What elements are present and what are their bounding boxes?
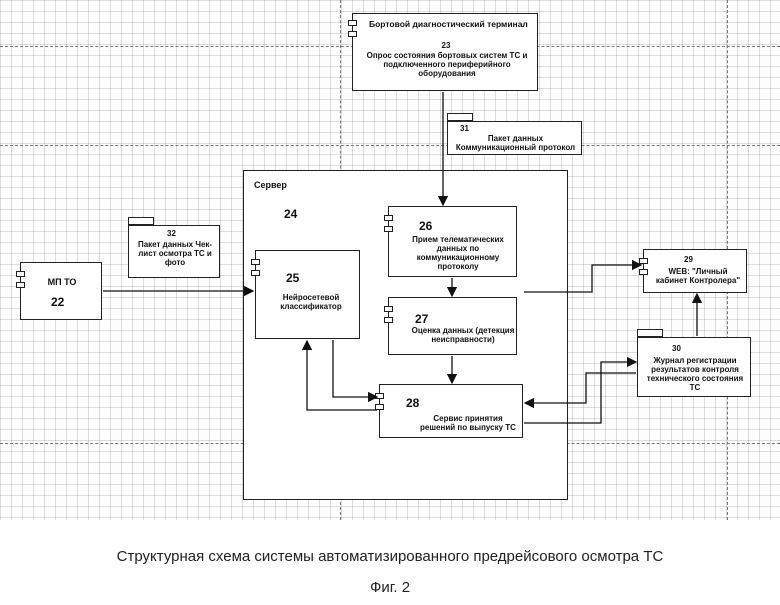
arrow-decision-to-journal [524,362,636,423]
figure-caption: Структурная схема системы автоматизирова… [0,548,780,565]
arrow-decision-to-classifier [307,341,377,410]
arrow-server-to-web [524,265,641,292]
connectors [0,0,780,520]
arrow-journal-to-decision [525,373,636,403]
arrow-classifier-to-decision [333,340,377,397]
figure-number: Фиг. 2 [0,579,780,596]
